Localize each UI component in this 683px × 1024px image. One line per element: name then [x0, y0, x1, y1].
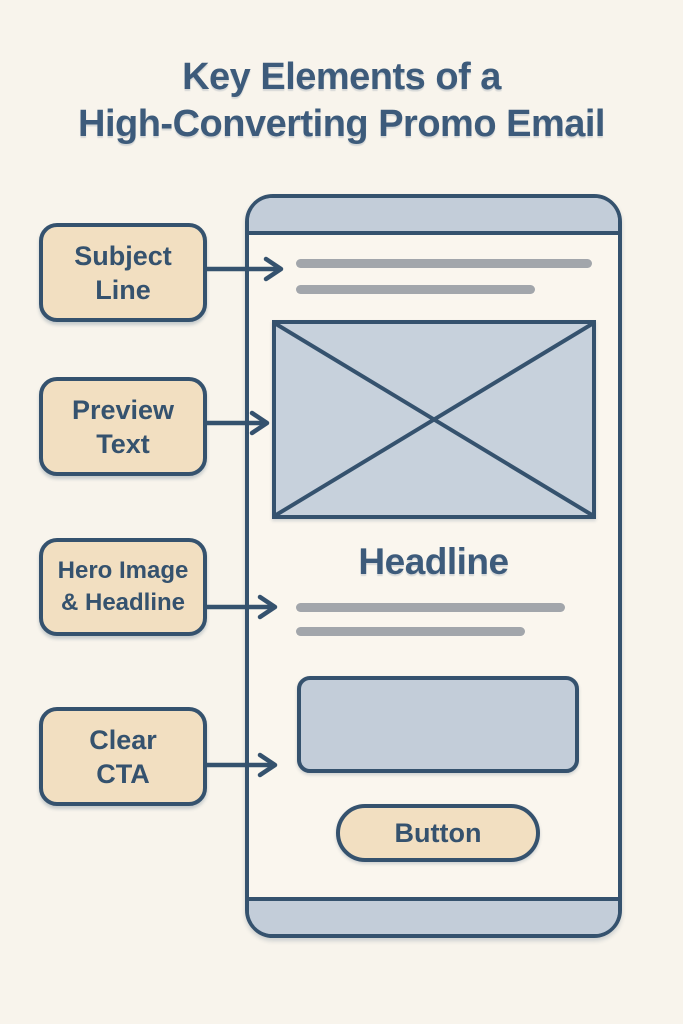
preview-text-arrow: [205, 409, 271, 437]
cta-button-label: Button: [394, 817, 482, 848]
label-clear-cta-text-2: CTA: [96, 758, 150, 789]
label-hero-headline-text-1: Hero Image: [57, 557, 189, 584]
right-arrow-icon: [204, 752, 278, 778]
subject-line-arrow: [205, 255, 285, 283]
phone-footer-bar: [249, 897, 618, 934]
page-title-line-2: High-Converting Promo Email: [78, 103, 605, 145]
phone-header-bar: [249, 198, 618, 235]
label-preview-text-text-2: Text: [96, 428, 150, 459]
label-hero-headline-text-2: & Headline: [60, 589, 186, 616]
right-arrow-icon: [205, 256, 284, 282]
cta-block-placeholder: [297, 676, 579, 773]
body-text-bar-2: [296, 627, 525, 636]
image-placeholder-x-icon: [276, 324, 592, 515]
label-box-clear-cta: Clear CTA: [39, 707, 207, 806]
label-preview-text-text-1: Preview: [71, 394, 175, 425]
email-headline: Headline: [358, 541, 509, 582]
body-text-bar-1: [296, 603, 565, 612]
label-clear-cta-text-1: Clear: [89, 724, 157, 755]
label-box-preview-text: Preview Text: [39, 377, 207, 476]
hero-image-placeholder: [272, 320, 596, 519]
hero-headline-arrow: [204, 593, 279, 621]
right-arrow-icon: [204, 594, 278, 620]
label-subject-line-text-1: Subject: [74, 240, 172, 271]
subject-line-bar-1: [296, 259, 592, 268]
subject-line-bar-2: [296, 285, 535, 294]
label-subject-line-text-2: Line: [95, 274, 151, 305]
page-title-line-1: Key Elements of a: [182, 56, 501, 98]
page-title: Key Elements of a High-Converting Promo …: [0, 54, 683, 148]
label-box-hero-headline: Hero Image & Headline: [39, 538, 207, 636]
cta-button: Button: [336, 804, 540, 862]
phone-frame: Headline Button: [245, 194, 622, 938]
label-box-subject-line: Subject Line: [39, 223, 207, 322]
clear-cta-arrow: [204, 751, 279, 779]
right-arrow-icon: [205, 410, 270, 436]
